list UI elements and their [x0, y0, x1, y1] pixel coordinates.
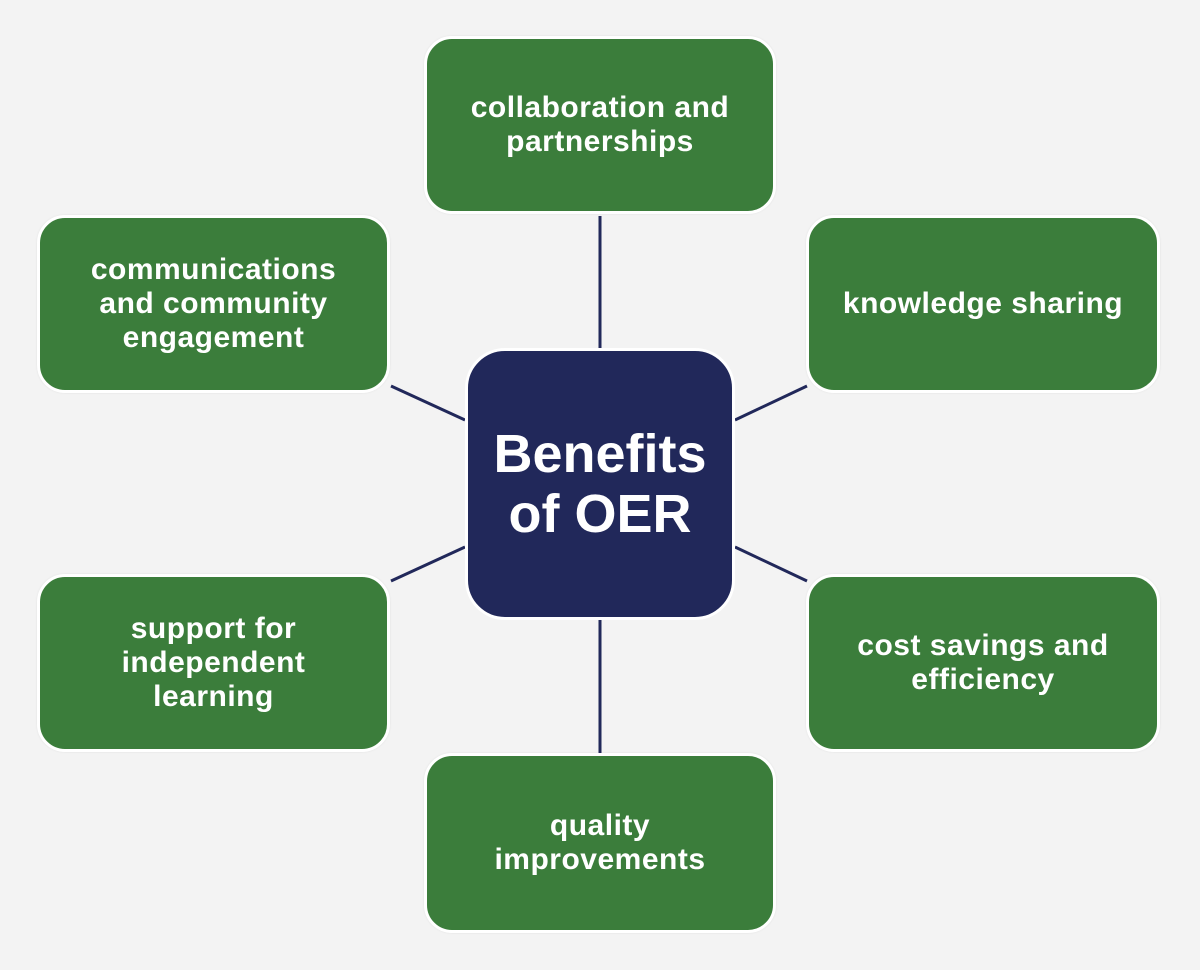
node-support-for-independent-learning: support for independent learning	[37, 574, 390, 752]
node-label: support for independent learning	[121, 612, 306, 713]
node-label: collaboration and partnerships	[470, 91, 730, 158]
center-node-benefits-of-oer: Benefits of OER	[465, 348, 735, 620]
connector-bottom-left	[390, 545, 466, 583]
node-label: knowledge sharing	[842, 287, 1124, 320]
node-knowledge-sharing: knowledge sharing	[806, 215, 1160, 393]
connector-bottom-right	[734, 545, 808, 583]
connector-top-right	[734, 384, 808, 422]
connector-top-left	[390, 384, 466, 422]
node-label: communications and community engagement	[90, 253, 337, 354]
node-collaboration-and-partnerships: collaboration and partnerships	[424, 36, 776, 214]
node-quality-improvements: quality improvements	[424, 753, 776, 933]
node-communications-and-community-engagement: communications and community engagement	[37, 215, 390, 393]
center-label: Benefits of OER	[493, 424, 707, 544]
node-label: quality improvements	[494, 809, 706, 876]
node-cost-savings-and-efficiency: cost savings and efficiency	[806, 574, 1160, 752]
node-label: cost savings and efficiency	[857, 629, 1109, 696]
